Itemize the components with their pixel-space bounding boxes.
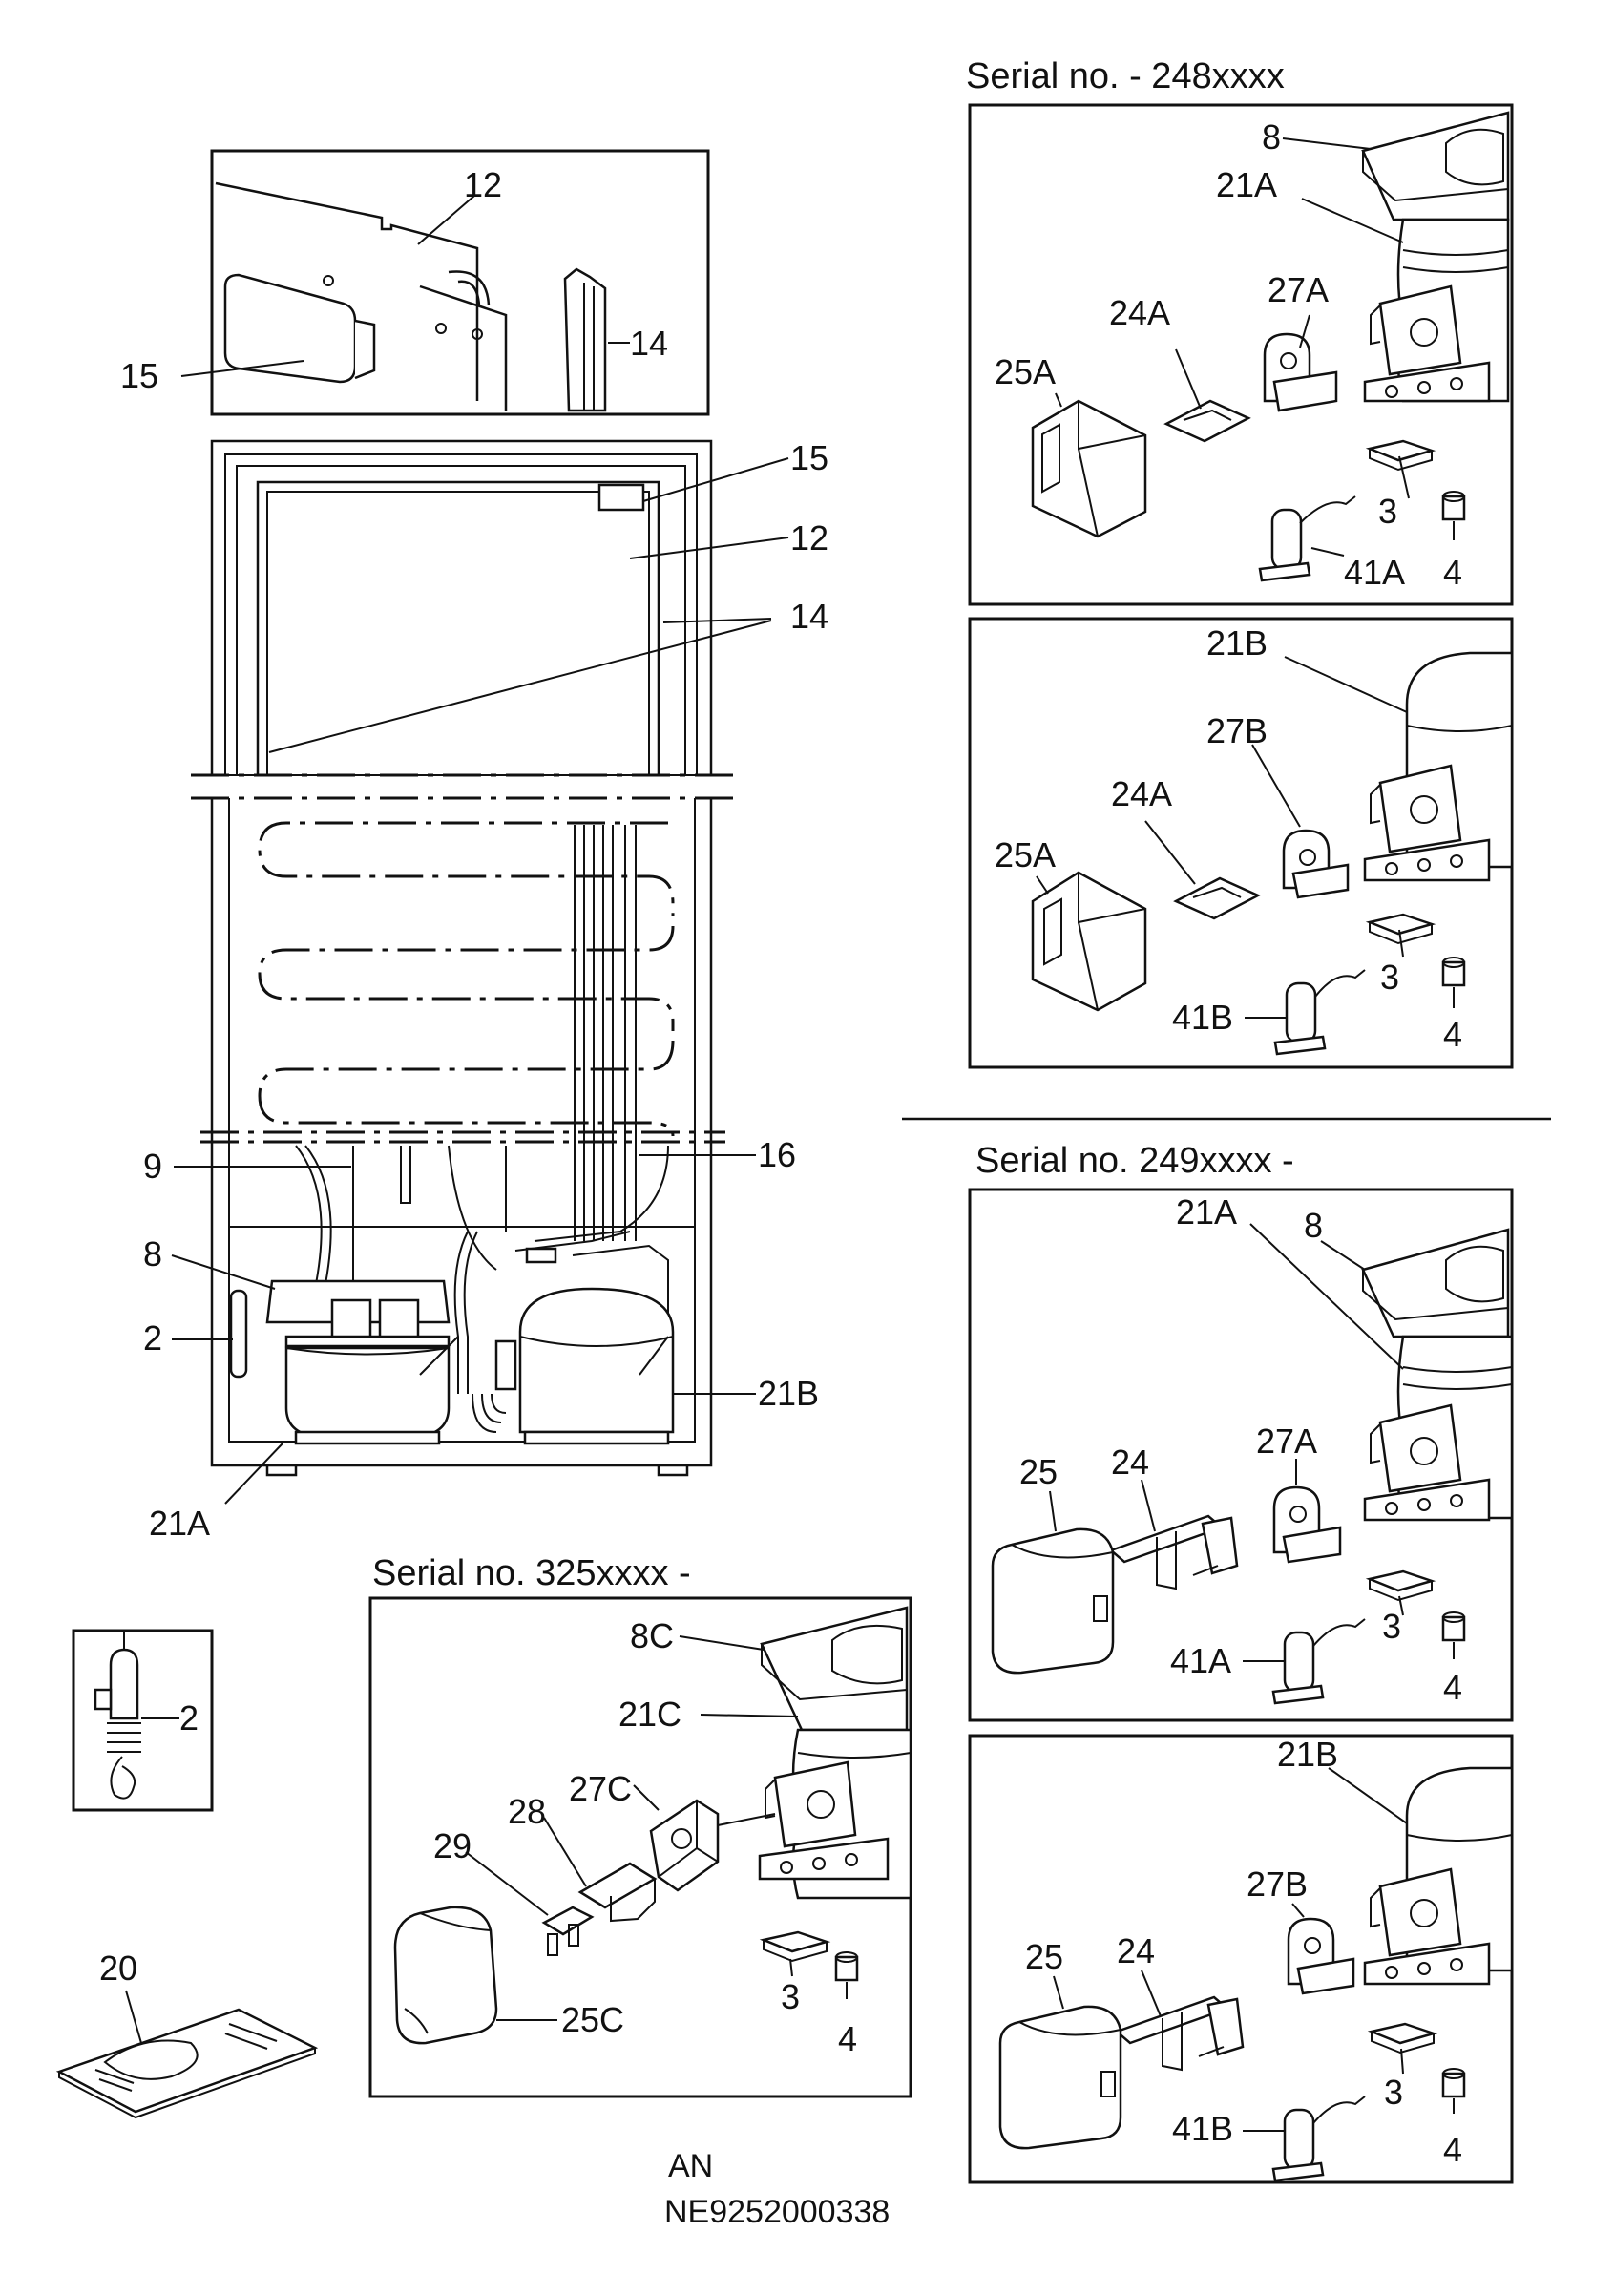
label-14-top: 14 bbox=[630, 324, 668, 363]
compressor-21b-main bbox=[518, 1287, 675, 1434]
label-a-4: 4 bbox=[1443, 553, 1462, 592]
label-d-4: 4 bbox=[1443, 2130, 1462, 2169]
instruction-booklet-20: 20 bbox=[55, 1948, 319, 2119]
label-12-door: 12 bbox=[790, 518, 828, 558]
label-d-3: 3 bbox=[1384, 2073, 1403, 2112]
label-e-27c: 27C bbox=[569, 1769, 632, 1808]
label-e-21c: 21C bbox=[618, 1695, 681, 1734]
label-d-21b: 21B bbox=[1277, 1735, 1338, 1774]
label-b-24a: 24A bbox=[1111, 774, 1172, 813]
label-21b-main: 21B bbox=[758, 1374, 819, 1413]
panel-249-compressor-21b: 21B 27B 25 24 3 41B 4 bbox=[968, 1734, 1514, 2184]
label-d-25: 25 bbox=[1025, 1937, 1063, 1976]
label-b-4: 4 bbox=[1443, 1015, 1462, 1054]
label-a-8: 8 bbox=[1262, 117, 1281, 157]
label-21a-main: 21A bbox=[149, 1504, 210, 1543]
label-14-door: 14 bbox=[790, 597, 828, 636]
sensor-detail-panel: 2 bbox=[72, 1629, 214, 1812]
label-a-21a: 21A bbox=[1216, 165, 1277, 204]
label-8-main: 8 bbox=[143, 1234, 162, 1274]
label-b-21b: 21B bbox=[1206, 623, 1268, 663]
label-9: 9 bbox=[143, 1147, 162, 1186]
label-15-door: 15 bbox=[790, 438, 828, 477]
label-a-3: 3 bbox=[1378, 492, 1397, 531]
label-c-24: 24 bbox=[1111, 1443, 1149, 1482]
label-b-27b: 27B bbox=[1206, 711, 1268, 750]
label-c-4: 4 bbox=[1443, 1668, 1462, 1707]
label-e-25c: 25C bbox=[561, 2000, 624, 2039]
header-serial-248: Serial no. - 248xxxx bbox=[966, 56, 1285, 96]
label-c-3: 3 bbox=[1382, 1607, 1401, 1646]
label-c-41a: 41A bbox=[1170, 1641, 1231, 1680]
label-a-27a: 27A bbox=[1268, 270, 1329, 309]
label-2-detail: 2 bbox=[179, 1698, 199, 1738]
label-c-21a: 21A bbox=[1176, 1192, 1237, 1232]
panel-248-compressor-21b: 21B 27B 24A 25A 3 41B 4 bbox=[968, 617, 1514, 1069]
label-15-top: 15 bbox=[120, 356, 158, 395]
label-e-29: 29 bbox=[433, 1826, 472, 1865]
fridge-back-section: 9 16 8 2 21B 21A bbox=[143, 796, 819, 1543]
header-serial-249: Serial no. 249xxxx - bbox=[975, 1141, 1294, 1181]
label-a-24a: 24A bbox=[1109, 293, 1170, 332]
label-20: 20 bbox=[99, 1948, 137, 1988]
label-b-3: 3 bbox=[1380, 958, 1399, 997]
label-e-28: 28 bbox=[508, 1792, 546, 1831]
label-a-25a: 25A bbox=[995, 352, 1056, 391]
label-d-24: 24 bbox=[1117, 1931, 1155, 1970]
label-e-4: 4 bbox=[838, 2019, 857, 2058]
panel-248-compressor-21a: 8 21A 27A 24A 25A 3 41A 4 bbox=[968, 103, 1514, 606]
header-serial-325: Serial no. 325xxxx - bbox=[372, 1553, 691, 1593]
label-b-41b: 41B bbox=[1172, 998, 1233, 1037]
label-a-41a: 41A bbox=[1344, 553, 1405, 592]
footer-line-1: AN bbox=[668, 2148, 713, 2184]
label-b-25a: 25A bbox=[995, 835, 1056, 874]
label-12-top: 12 bbox=[464, 165, 502, 204]
label-e-3: 3 bbox=[781, 1977, 800, 2016]
label-c-25: 25 bbox=[1019, 1452, 1058, 1491]
panel-249-compressor-21a: 21A 8 27A 25 24 3 41A 4 bbox=[968, 1188, 1514, 1722]
footer-line-2: NE9252000338 bbox=[664, 2194, 890, 2230]
label-c-8: 8 bbox=[1304, 1206, 1323, 1245]
label-d-27b: 27B bbox=[1247, 1864, 1308, 1904]
label-16: 16 bbox=[758, 1135, 796, 1174]
label-2-main: 2 bbox=[143, 1318, 162, 1358]
label-c-27a: 27A bbox=[1256, 1422, 1317, 1461]
door-detail-panel: 12 14 15 bbox=[120, 149, 710, 416]
compressor-21a-main bbox=[284, 1346, 451, 1439]
sensor-2-main bbox=[229, 1289, 248, 1379]
label-e-8c: 8C bbox=[630, 1616, 674, 1655]
panel-325-compressor-21c: 8C 21C 27C 28 29 25C 3 4 bbox=[368, 1596, 912, 2098]
label-d-41b: 41B bbox=[1172, 2109, 1233, 2148]
fridge-door-section: 15 12 14 bbox=[191, 438, 828, 777]
